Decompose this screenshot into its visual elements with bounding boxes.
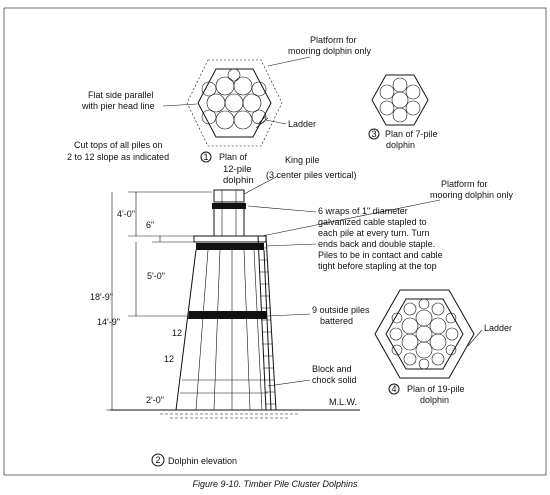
ladder-top-label: Ladder (288, 119, 316, 129)
inner-pile-lines (195, 249, 263, 411)
wraps-leaders (247, 205, 317, 247)
dim-6in: 6" (146, 220, 154, 230)
plan-7-pile-dolphin: 3 Plan of 7-pile dolphin (368, 74, 438, 150)
plan-7-line-2: dolphin (386, 140, 415, 150)
dim-2ft: 2'-0" (146, 395, 164, 405)
wraps-line-2: galvanized cable stapled to (318, 217, 427, 227)
hexagon-outline (371, 74, 429, 126)
elevation-label: Dolphin elevation (168, 456, 237, 466)
dim-5ft: 5'-0" (147, 271, 165, 281)
platform-top-leader (267, 56, 311, 67)
block-line-1: Block and (312, 364, 352, 374)
callout-circle-4 (388, 383, 400, 395)
platform-right-leader (261, 199, 441, 237)
king-pile-lines (221, 190, 237, 236)
plan-19-line-2: dolphin (420, 395, 449, 405)
plan-12-line-3: dolphin (223, 175, 254, 186)
king-pile-top (213, 189, 245, 203)
platform-outline (186, 59, 283, 147)
top-cable-wrap (212, 203, 246, 209)
platform-right-line-1: Platform for (441, 179, 488, 189)
king-pile-line-2: (3 center piles vertical) (266, 170, 357, 180)
wraps-line-5: Piles to be in contact and cable (318, 250, 443, 260)
cut-tops-line-1: Cut tops of all piles on (74, 140, 163, 150)
dolphin-elevation (110, 189, 360, 419)
wraps-line-3: each pile at every turn. Turn (318, 228, 430, 238)
outside-piles-line-2: battered (320, 316, 353, 326)
platform-top-line-2: mooring dolphin only (288, 46, 372, 56)
elevation-number: 2 (155, 455, 160, 465)
ladder-rungs-plan (255, 115, 269, 129)
callout-circle-1 (200, 151, 212, 163)
platform-top-line-1: Platform for (310, 35, 357, 45)
pile-circles (379, 77, 421, 123)
wraps-line-4: ends back and double staple. (318, 239, 435, 249)
mudline-hatch (160, 413, 300, 419)
platform-right-line-2: mooring dolphin only (430, 190, 514, 200)
middle-cable-wrap (196, 243, 264, 250)
dim-14ft-9in: 14'-9" (97, 317, 120, 327)
figure-caption: Figure 9-10. Timber Pile Cluster Dolphin… (193, 479, 358, 489)
plan-7-number: 3 (371, 129, 376, 139)
ladder-top-leader (265, 119, 287, 125)
hexagon-outline (197, 68, 272, 138)
king-pile-shaft (213, 209, 245, 236)
platform-deck (193, 235, 267, 243)
outside-piles-line-1: 9 outside piles (312, 305, 370, 315)
block-line-2: chock solid (312, 375, 357, 385)
lower-cable-wrap (188, 311, 267, 319)
plan-12-pile-dolphin: 1 Plan of 12-pile dolphin (186, 59, 283, 186)
pile-circles (201, 68, 267, 130)
plan-12-number: 1 (203, 152, 208, 162)
block-leader (267, 379, 311, 387)
plan-7-line-1: Plan of 7-pile (385, 129, 438, 139)
figure-frame (3, 7, 547, 476)
callout-circle-2 (151, 453, 165, 467)
outer-pile-lines (175, 249, 272, 411)
ladder-rungs (258, 247, 276, 405)
plan-12-line-1: Plan of (219, 152, 248, 162)
plan-19-pile-dolphin: 4 Plan of 19-pile dolphin (374, 289, 475, 405)
dim-slope-2: 12 (164, 354, 174, 364)
plan-19-number: 4 (391, 384, 396, 394)
dim-slope-1: 12 (172, 328, 182, 338)
pile-circles (389, 298, 459, 370)
dimension-lines (106, 191, 212, 411)
king-pile-leader (243, 175, 279, 195)
flat-side-line-2: with pier head line (81, 101, 155, 111)
flat-side-leader (162, 103, 198, 107)
block-chock-lines (180, 379, 268, 394)
ladder-right-label: Ladder (484, 323, 512, 333)
dim-extension-lines (106, 191, 212, 411)
mlw-label: M.L.W. (329, 397, 357, 407)
king-pile-line-1: King pile (285, 155, 320, 165)
inner-hexagon (385, 298, 464, 370)
wraps-line-1: 6 wraps of 1" diameter (318, 206, 408, 216)
plan-12-line-2: 12-pile (223, 164, 252, 175)
cut-tops-line-2: 2 to 12 slope as indicated (67, 152, 169, 162)
ladder-rails (257, 235, 277, 411)
outside-piles-leader (267, 313, 311, 317)
dim-18ft-9in: 18'-9" (90, 292, 113, 302)
callout-circle-3 (368, 128, 380, 140)
wraps-line-6: tight before stapling at the top (318, 261, 437, 271)
dim-4ft: 4'-0" (117, 209, 135, 219)
hexagon-outline (374, 289, 475, 379)
plan-19-line-1: Plan of 19-pile (407, 384, 465, 394)
flat-side-line-1: Flat side parallel (88, 90, 154, 100)
ladder-right-leader (467, 329, 483, 347)
